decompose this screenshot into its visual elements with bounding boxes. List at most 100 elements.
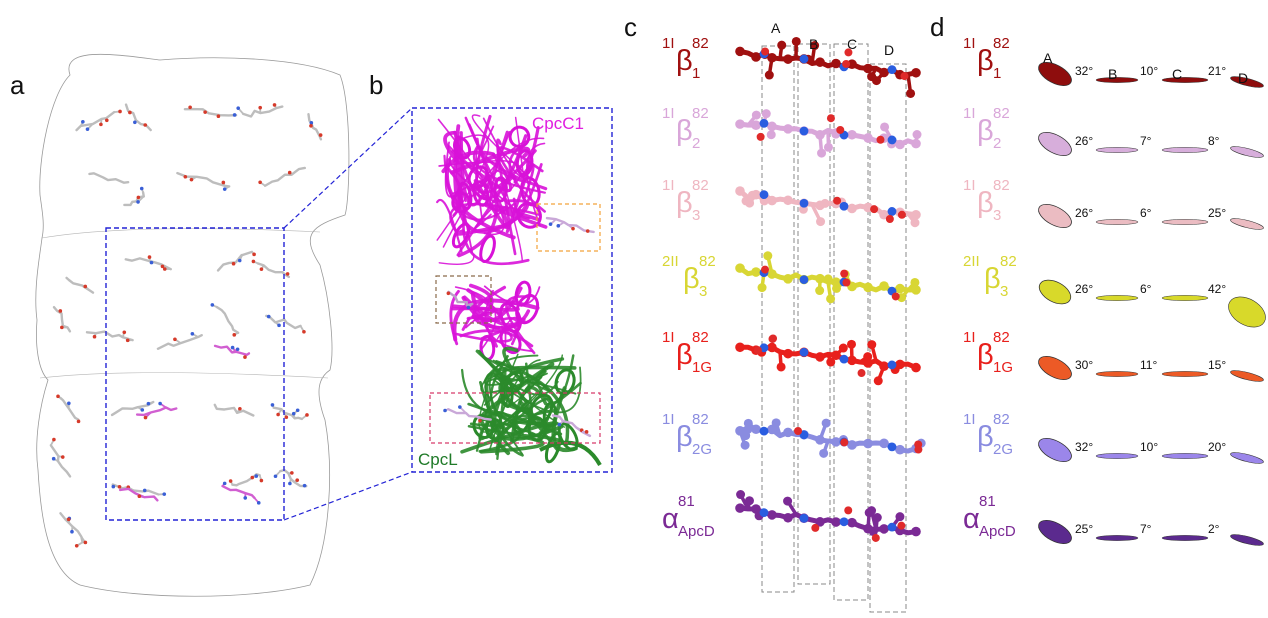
label-superscript-left: 1I	[963, 329, 976, 346]
molecule-atom	[147, 255, 152, 259]
molecule-atom	[222, 187, 227, 191]
molecule-atom	[288, 481, 292, 486]
chromophore-molecule	[118, 487, 159, 502]
chromophore-molecule	[110, 400, 155, 417]
molecule-atom	[584, 430, 589, 434]
molecule-backbone	[49, 444, 72, 478]
molecule-atom	[76, 419, 81, 424]
stick-atom	[819, 448, 829, 458]
chromophore-molecule	[49, 437, 72, 478]
molecule-atom	[118, 109, 122, 114]
nitrogen-atom	[799, 198, 809, 208]
molecule-atom	[557, 422, 562, 427]
label-superscript-right: 82	[699, 253, 716, 270]
ring-c-ellipse	[1161, 371, 1209, 377]
molecule-backbone	[221, 484, 256, 500]
stick-atom	[815, 517, 825, 527]
cpcc1-ribbon	[455, 325, 513, 343]
molecule-atom	[99, 122, 103, 127]
stick-atom	[815, 286, 825, 296]
molecule-backbone	[447, 408, 492, 421]
chromophore-molecule	[59, 512, 88, 548]
chromophore-molecule	[176, 171, 231, 191]
stick-atom	[910, 277, 920, 287]
chromophore-molecule	[88, 172, 130, 184]
helix-coil	[527, 416, 548, 442]
density-map-outline	[35, 53, 350, 597]
stick-atom	[740, 440, 750, 450]
molecule-atom	[136, 195, 141, 200]
stick-atom	[767, 424, 777, 435]
chromophore-molecule	[265, 314, 306, 334]
stick-atom	[751, 189, 761, 200]
molecule-atom	[85, 127, 90, 131]
stick-atom	[895, 139, 905, 150]
stick-atom	[751, 110, 761, 120]
label-symbol: β	[676, 115, 693, 147]
cpcl-ribbon	[493, 365, 577, 381]
molecule-atom	[51, 456, 56, 461]
molecule-backbone	[135, 406, 178, 417]
panel-a-density-map	[35, 53, 413, 597]
label-superscript-right: 81	[979, 493, 996, 510]
torsion-angle-label: 42°	[1208, 282, 1227, 296]
helix-coil	[529, 393, 554, 426]
molecule-atom	[556, 224, 561, 228]
molecule-atom	[272, 103, 277, 107]
stick-atom	[767, 195, 777, 206]
molecule-atom	[146, 401, 151, 406]
label-superscript-right: 82	[692, 105, 709, 122]
torsion-angle-label: 32°	[1075, 440, 1094, 454]
stick-atom	[847, 517, 857, 528]
molecule-atom	[273, 474, 278, 479]
cpcc1-ribbon	[464, 116, 531, 220]
stick-atom	[867, 340, 877, 350]
molecule-atom	[117, 484, 122, 489]
cpcc1-ribbon	[504, 186, 523, 261]
stick-atom	[767, 52, 777, 63]
highlight-box-red	[429, 392, 601, 444]
chromophore-molecule	[124, 255, 172, 271]
stick-atom	[895, 359, 905, 370]
highlight-box-orange	[536, 203, 601, 252]
chromophore-stick-model	[735, 109, 922, 158]
oxygen-atom	[914, 445, 923, 454]
molecule-backbone	[242, 105, 284, 118]
stick-atom	[751, 120, 761, 130]
stick-atom	[831, 437, 841, 447]
ellipse-label-b: B	[1108, 66, 1118, 82]
ring-column-box	[797, 43, 831, 585]
cpcl-ribbon	[460, 368, 558, 418]
ring-a-ellipse	[1038, 204, 1072, 228]
ring-b-ellipse	[1095, 371, 1139, 377]
stick-atom	[831, 277, 841, 287]
label-symbol: β	[977, 187, 994, 219]
helix-coil	[479, 234, 496, 264]
ring-a-ellipse	[1038, 520, 1072, 544]
nitrogen-atom	[839, 201, 849, 211]
stick-atom	[815, 273, 825, 284]
molecule-atom	[478, 418, 482, 423]
helix-coil	[451, 222, 471, 249]
label-superscript-right: 82	[993, 105, 1010, 122]
molecule-atom	[83, 284, 88, 289]
molecule-atom	[295, 478, 300, 482]
stick-atom	[826, 294, 836, 304]
molecule-atom	[443, 408, 447, 413]
helix-coil	[516, 201, 542, 229]
torsion-angle-label: 7°	[1140, 134, 1152, 148]
stick-atom	[767, 342, 777, 353]
nitrogen-atom	[887, 442, 897, 452]
stick-atom	[831, 350, 841, 361]
label-subscript: 2G	[692, 441, 713, 458]
label-symbol: β	[676, 339, 693, 371]
chromophore-molecule	[228, 473, 264, 487]
helix-coil	[500, 375, 514, 409]
stick-atom	[761, 109, 771, 119]
molecule-atom	[222, 481, 227, 486]
stick-atom	[879, 67, 889, 78]
chromophore-molecule	[443, 405, 492, 423]
stick-atom	[910, 218, 920, 228]
chromophore-molecule	[273, 468, 308, 488]
